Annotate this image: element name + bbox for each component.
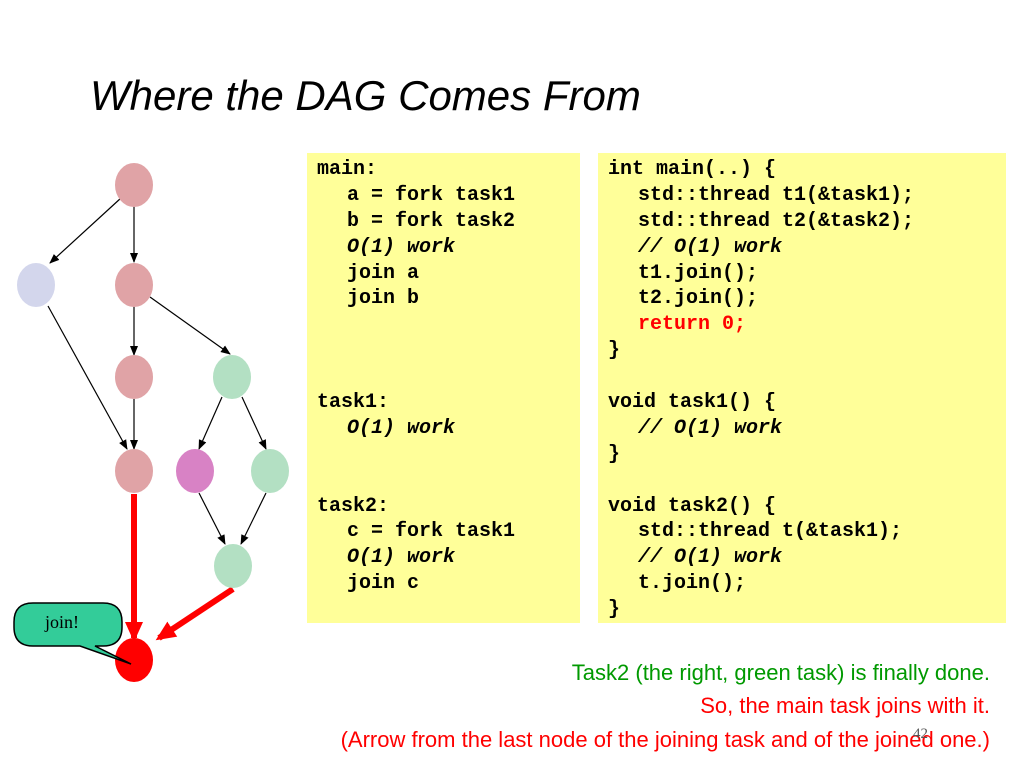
cpp-code-line: t2.join(); — [638, 287, 759, 311]
pseudo-code-line: a = fork task1 — [347, 183, 516, 207]
dag-diagram: join! — [13, 163, 289, 682]
join-edge-task2 — [155, 586, 235, 641]
pseudo-code-line — [317, 468, 570, 494]
pseudo-code-line: task2: — [317, 494, 390, 518]
main-node-2 — [115, 263, 153, 307]
slide-number: 42 — [913, 726, 928, 742]
pseudo-code-line: join a — [347, 261, 420, 285]
pseudo-code-line: O(1) work — [347, 235, 456, 259]
task2-final-node — [214, 544, 252, 588]
pseudo-code-line: O(1) work — [347, 546, 456, 570]
cpp-code-line — [608, 364, 996, 390]
edge-task1-to-main4 — [47, 305, 128, 450]
pseudo-code-line — [317, 364, 570, 390]
pseudo-code-line — [317, 312, 570, 338]
pseudo-code-line: b = fork task2 — [347, 209, 516, 233]
task2-node — [213, 355, 251, 399]
caption-line-2: So, the main task joins with it. — [700, 693, 990, 718]
edge-task2-to-purple — [198, 396, 223, 450]
cpp-code-line: // O(1) work — [638, 235, 783, 259]
pseudo-code-line: O(1) work — [347, 416, 456, 440]
cpp-code-line: std::thread t2(&task2); — [638, 209, 915, 233]
cpp-code-box: int main(..) {std::thread t1(&task1);std… — [598, 153, 1006, 623]
join-callout-text: join! — [44, 612, 79, 632]
join-callout — [13, 602, 132, 665]
pseudo-code-line: c = fork task1 — [347, 520, 516, 544]
cpp-code-line: } — [608, 339, 621, 363]
main-node-4 — [115, 449, 153, 493]
edge-main2-to-task2 — [149, 296, 231, 355]
pseudo-code-line — [317, 442, 570, 468]
pseudo-code-line: join b — [347, 287, 420, 311]
pseudo-code-line: task1: — [317, 391, 390, 415]
cpp-code-line — [608, 468, 996, 494]
cpp-code-line: // O(1) work — [638, 416, 783, 440]
pseudo-code-line: main: — [317, 158, 378, 181]
cpp-code-line: int main(..) { — [608, 158, 777, 181]
cpp-code-line: t1.join(); — [638, 261, 759, 285]
cpp-code-line: } — [608, 442, 621, 466]
edge-task2-to-green — [241, 396, 267, 450]
cpp-code-line: std::thread t1(&task1); — [638, 183, 915, 207]
cpp-code-line: } — [608, 598, 621, 622]
main-node-3 — [115, 355, 153, 399]
pseudo-code-line: join c — [347, 572, 420, 596]
cpp-code-line: return 0; — [638, 313, 747, 337]
edge-green-to-final — [240, 492, 267, 545]
join-node — [115, 638, 153, 682]
edge-purple-to-final — [198, 492, 226, 545]
caption-line-1: Task2 (the right, green task) is finally… — [571, 660, 990, 685]
cpp-code-line: t.join(); — [638, 572, 747, 596]
cpp-code-line: void task2() { — [608, 494, 777, 518]
main-root-node — [115, 163, 153, 207]
pseudo-code-line — [317, 338, 570, 364]
edge-root-to-task1 — [49, 197, 122, 264]
slide-title: Where the DAG Comes From — [90, 72, 641, 119]
task1-node — [17, 263, 55, 307]
caption-line-3: (Arrow from the last node of the joining… — [340, 727, 990, 752]
cpp-code-line: void task1() { — [608, 391, 777, 415]
cpp-code-line: std::thread t(&task1); — [638, 520, 903, 544]
cpp-code-line: // O(1) work — [638, 546, 783, 570]
task2-node-2 — [251, 449, 289, 493]
task1-from-task2-node — [176, 449, 214, 493]
